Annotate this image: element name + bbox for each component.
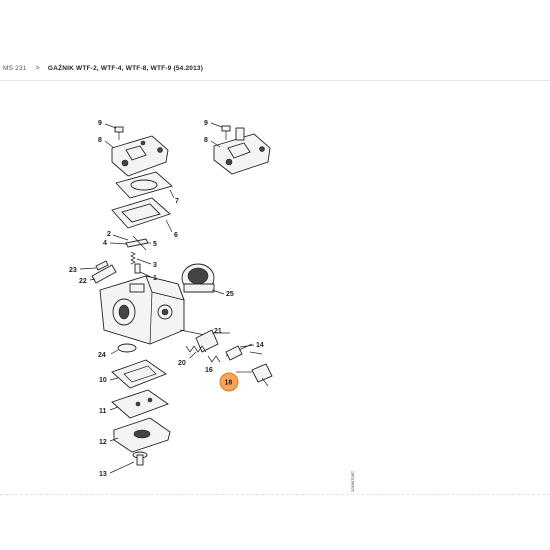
callout-6[interactable]: 6 (174, 232, 178, 239)
divider (0, 80, 550, 81)
leader-line (79, 267, 97, 270)
leader-line (169, 189, 175, 199)
callout-10[interactable]: 10 (99, 377, 107, 384)
leader-line (109, 377, 119, 381)
callout-23[interactable]: 23 (69, 267, 77, 274)
callout-2[interactable]: 2 (107, 231, 111, 238)
callout-1[interactable]: 1 (153, 275, 157, 282)
callout-9[interactable]: 9 (98, 120, 102, 127)
carburetor-body (99, 275, 185, 345)
callout-16[interactable]: 16 (205, 367, 213, 374)
callout-18[interactable]: 18 (225, 380, 233, 387)
leader-line (104, 123, 117, 129)
leader-line (109, 437, 119, 442)
part-9-screw-right (221, 125, 231, 140)
part-25-cap (181, 263, 215, 293)
part-24-screen (117, 343, 137, 353)
leader-line (239, 344, 255, 348)
leader-line (109, 461, 135, 474)
part-8-cover-left (111, 135, 169, 177)
leader-line (89, 278, 96, 281)
callout-8[interactable]: 8 (204, 137, 208, 144)
part-7-diaphragm (115, 171, 173, 199)
leader-line (189, 351, 197, 359)
callout-5[interactable]: 5 (153, 241, 157, 248)
part-23-screw (95, 260, 109, 271)
callout-9[interactable]: 9 (204, 120, 208, 127)
callout-3[interactable]: 3 (153, 262, 157, 269)
leader-line (210, 140, 221, 148)
leader-line (112, 234, 129, 241)
part-22-plug (91, 264, 117, 284)
leader-line (165, 219, 173, 233)
leader-line (104, 140, 115, 149)
callout-11[interactable]: 11 (99, 408, 107, 415)
leader-line (261, 377, 269, 387)
callout-25[interactable]: 25 (226, 291, 234, 298)
part-5-lever-pin (132, 235, 147, 251)
part-13-screw (132, 451, 148, 466)
part-10-gasket (111, 359, 167, 389)
leader-line (139, 271, 152, 278)
callout-14[interactable]: 14 (256, 342, 264, 349)
part-11-pump-diaphragm (111, 389, 169, 419)
callout-21[interactable]: 21 (214, 328, 222, 335)
callout-8[interactable]: 8 (98, 137, 102, 144)
part-8-cover-right (213, 127, 271, 175)
leader-line (210, 122, 223, 128)
callout-22[interactable]: 22 (79, 278, 87, 285)
breadcrumb-parent-link[interactable]: MS 231 (3, 64, 27, 72)
chevron-right-icon: > (35, 64, 40, 72)
part-9-screw-left (114, 126, 124, 140)
breadcrumb-current: GAŹNIK WTF-2, WTF-4, WTF-8, WTF-9 (54.20… (47, 64, 204, 72)
part-12-pump-cover (113, 417, 171, 453)
callout-4[interactable]: 4 (103, 240, 107, 247)
leader-line (110, 349, 119, 355)
leader-line (249, 351, 263, 355)
divider (0, 494, 550, 496)
leader-line (109, 406, 119, 411)
callout-12[interactable]: 12 (99, 439, 107, 446)
part-1-needle-valve (134, 263, 141, 274)
callout-20[interactable]: 20 (178, 360, 186, 367)
part-6-gasket (111, 197, 171, 229)
leader-line (136, 258, 152, 265)
callout-13[interactable]: 13 (99, 471, 107, 478)
leader-line (109, 242, 128, 245)
callout-7[interactable]: 7 (175, 198, 179, 205)
breadcrumb: MS 231 > GAŹNIK WTF-2, WTF-4, WTF-8, WTF… (3, 62, 203, 74)
document-id: 2018070SC (350, 471, 355, 492)
part-3-spring (130, 251, 136, 265)
part-16-spring (207, 355, 221, 363)
part-20-spring (185, 345, 207, 353)
callout-18-highlighted[interactable]: 18 (219, 372, 239, 392)
leader-line (211, 289, 225, 295)
callout-24[interactable]: 24 (98, 352, 106, 359)
part-14-idle-screw (225, 343, 253, 361)
part-18-nozzle (236, 363, 273, 383)
